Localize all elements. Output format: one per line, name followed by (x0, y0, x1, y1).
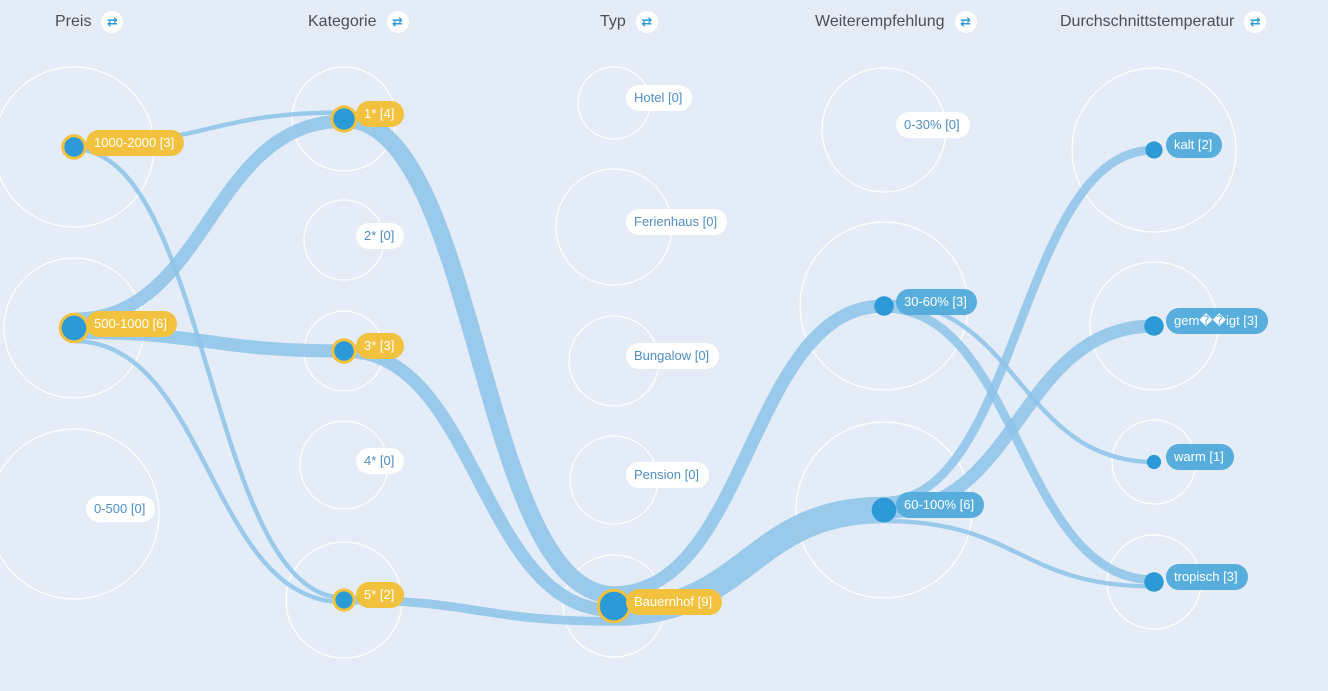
flow-p500-k5 (73, 339, 345, 605)
swap-icon[interactable]: ⇄ (635, 11, 658, 33)
node-w60 (871, 497, 897, 523)
node-k5 (335, 591, 353, 609)
category-pill-3-star[interactable]: 3* [3] (356, 333, 405, 359)
node-tropisch (1144, 572, 1164, 592)
swap-icon[interactable]: ⇄ (386, 11, 409, 33)
flow-w60-tropisch (883, 518, 1155, 589)
category-pill-pension[interactable]: Pension [0] (626, 462, 710, 488)
category-pill-0-30[interactable]: 0-30% [0] (896, 112, 970, 138)
node-kalt (1145, 141, 1163, 159)
node-p1000 (64, 137, 84, 157)
category-pill-30-60[interactable]: 30-60% [3] (896, 289, 977, 315)
category-pill-bauernhof[interactable]: Bauernhof [9] (626, 589, 723, 615)
column-title-kategorie: Kategorie (308, 13, 377, 30)
ring-p0 (0, 428, 160, 600)
node-k1 (333, 108, 355, 130)
node-bauernhof (599, 591, 629, 621)
column-title-typ: Typ (600, 13, 626, 30)
node-p500 (61, 315, 87, 341)
ring-kalt (1071, 67, 1237, 233)
flow-w60-kalt (883, 145, 1155, 506)
category-pill-0-500[interactable]: 0-500 [0] (86, 496, 156, 522)
column-title-preis: Preis (55, 13, 92, 30)
column-header-weiterempfehlung: Weiterempfehlung ⇄ (815, 10, 977, 34)
category-pill-60-100[interactable]: 60-100% [6] (896, 492, 985, 518)
category-pill-tropisch[interactable]: tropisch [3] (1166, 564, 1248, 590)
category-pill-bungalow[interactable]: Bungalow [0] (626, 343, 720, 369)
flow-bauernhof-w30 (613, 299, 885, 600)
category-pill-500-1000[interactable]: 500-1000 [6] (86, 311, 178, 337)
category-pill-warm[interactable]: warm [1] (1166, 444, 1234, 470)
category-pill-1000-2000[interactable]: 1000-2000 [3] (86, 130, 185, 156)
category-pill-2-star[interactable]: 2* [0] (356, 223, 405, 249)
category-pill-gemaessigt[interactable]: gem��igt [3] (1166, 308, 1268, 334)
column-header-kategorie: Kategorie ⇄ (308, 10, 409, 34)
swap-icon[interactable]: ⇄ (1244, 11, 1267, 33)
node-w30 (874, 296, 894, 316)
category-pill-4-star[interactable]: 4* [0] (356, 448, 405, 474)
column-title-durchschnittstemperatur: Durchschnittstemperatur (1060, 13, 1235, 30)
column-header-durchschnittstemperatur: Durchschnittstemperatur ⇄ (1060, 10, 1267, 34)
column-header-typ: Typ ⇄ (600, 10, 658, 34)
node-warm (1146, 454, 1162, 470)
column-title-weiterempfehlung: Weiterempfehlung (815, 13, 945, 30)
flow-k3-bauernhof (343, 344, 615, 617)
category-pill-hotel[interactable]: Hotel [0] (626, 85, 693, 111)
category-pill-1-star[interactable]: 1* [4] (356, 101, 405, 127)
flow-p500-k1 (73, 114, 345, 326)
flow-k1-bauernhof (343, 110, 615, 604)
category-pill-ferienhaus[interactable]: Ferienhaus [0] (626, 209, 728, 235)
flow-p1000-k5 (73, 147, 345, 600)
node-gem (1144, 316, 1164, 336)
category-pill-kalt[interactable]: kalt [2] (1166, 132, 1223, 158)
node-layer (58, 105, 1164, 624)
category-pill-5-star[interactable]: 5* [2] (356, 582, 405, 608)
swap-icon[interactable]: ⇄ (954, 11, 977, 33)
swap-icon[interactable]: ⇄ (101, 11, 124, 33)
flow-layer (73, 110, 1155, 626)
flow-w30-tropisch (883, 303, 1155, 585)
node-k3 (334, 341, 354, 361)
column-header-preis: Preis ⇄ (55, 10, 124, 34)
